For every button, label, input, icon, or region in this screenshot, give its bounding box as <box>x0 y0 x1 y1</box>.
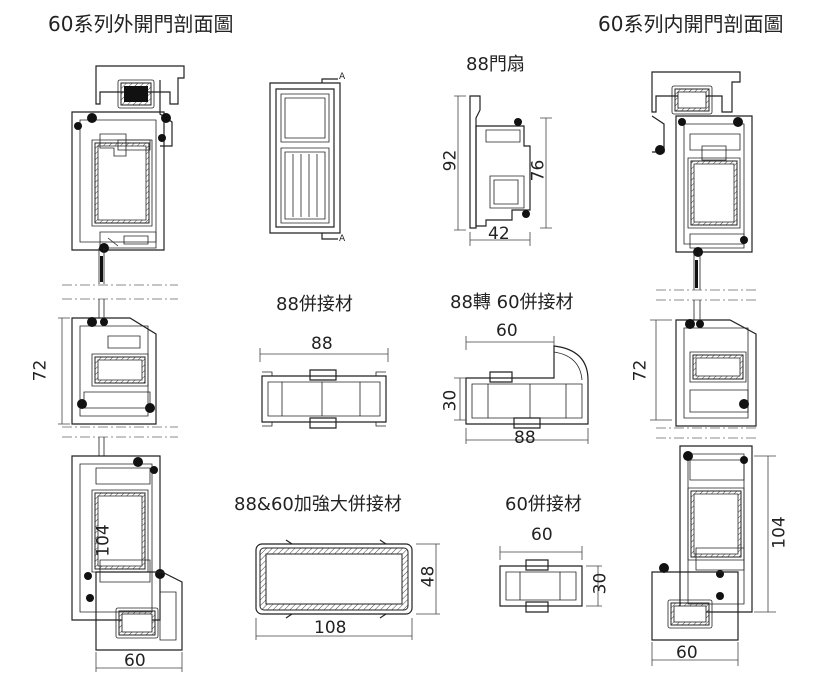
outward-door-section <box>58 66 184 672</box>
reinforced-joiner-profile <box>256 540 440 640</box>
leaf-height-left-dim: 92 <box>440 149 461 172</box>
joiner-60-title: 60併接材 <box>505 494 582 515</box>
inward-width-dim: 60 <box>676 643 698 663</box>
outward-section-title: 60系列外開門剖面圖 <box>48 12 234 36</box>
door-leaf-title: 88門扇 <box>466 54 525 75</box>
transfer-top-dim: 60 <box>496 321 518 341</box>
outward-lower-dim: 104 <box>93 524 114 557</box>
reinforced-joiner-title: 88&60加強大併接材 <box>234 494 402 515</box>
reinforced-width-dim: 108 <box>314 618 347 638</box>
joiner-88-profile <box>260 348 388 428</box>
inward-lower-dim: 104 <box>769 516 790 549</box>
inward-section-title: 60系列内開門剖面圖 <box>598 12 784 36</box>
joiner-88-title: 88併接材 <box>276 294 353 315</box>
transfer-bottom-dim: 88 <box>514 428 536 448</box>
joiner-60-height-dim: 30 <box>590 572 611 595</box>
joiner-60-profile <box>500 546 602 612</box>
section-mark-bottom: A <box>339 234 346 244</box>
outward-width-dim: 60 <box>124 651 146 671</box>
inward-height-dim: 72 <box>630 359 651 382</box>
transfer-88-60-profile <box>454 336 588 444</box>
joiner-88-width-dim: 88 <box>311 334 333 354</box>
door-leaf-profile <box>454 96 552 246</box>
transfer-height-dim: 30 <box>440 389 461 412</box>
door-elevation <box>270 79 340 239</box>
reinforced-height-dim: 48 <box>418 565 439 588</box>
leaf-width-dim: 42 <box>488 224 510 244</box>
inward-door-section <box>650 72 776 666</box>
joiner-60-width-dim: 60 <box>531 525 553 545</box>
outward-height-dim: 72 <box>30 359 51 382</box>
section-mark-top: A <box>339 72 346 82</box>
transfer-88-60-title: 88轉 60併接材 <box>450 292 574 313</box>
leaf-height-right-dim: 76 <box>528 159 549 182</box>
